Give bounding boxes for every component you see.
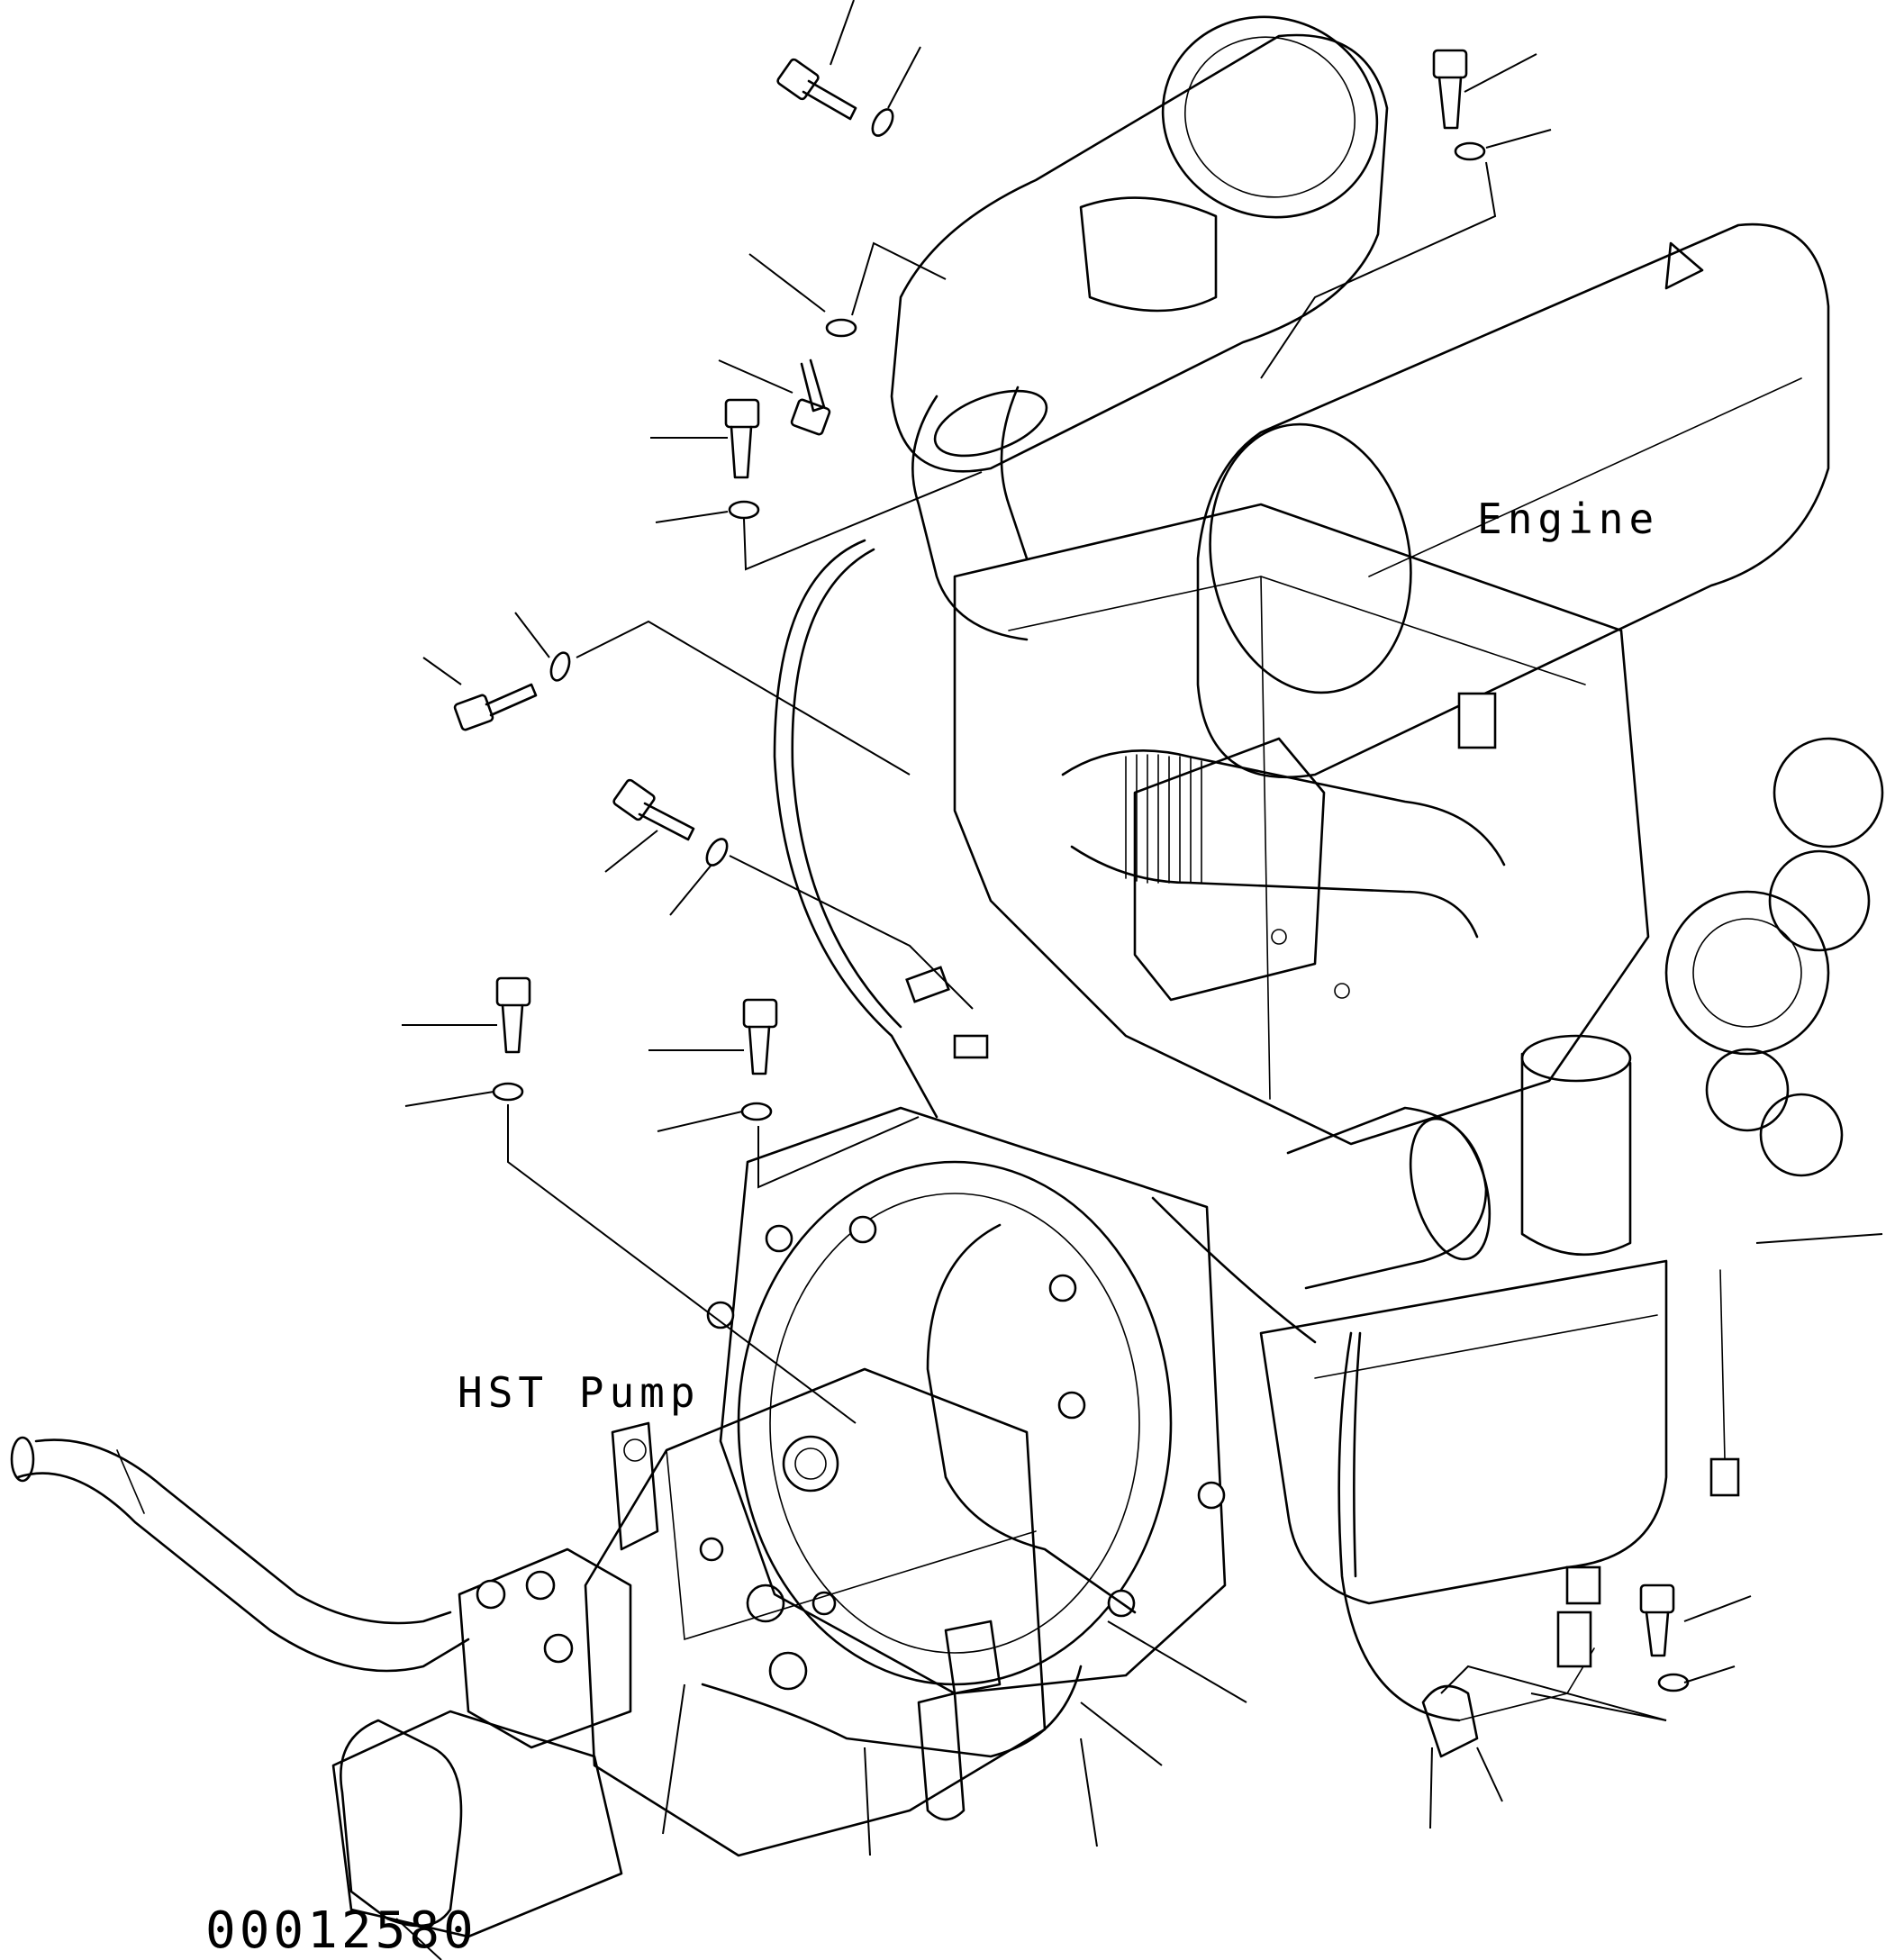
bolt-4: [724, 398, 760, 479]
bolt-1: [776, 58, 857, 121]
suction-pipe: [10, 1436, 470, 1673]
wiring-harness: [701, 539, 1740, 1758]
flywheel-housing: [706, 1106, 1227, 1695]
bolt-6: [612, 778, 695, 841]
bolt-3: [790, 358, 831, 436]
fasteners: [453, 49, 1690, 1692]
engine-label: Engine: [1477, 495, 1659, 543]
bolt-7: [495, 976, 531, 1054]
drawing-number: 00012580: [205, 1901, 477, 1960]
bolt-8: [742, 998, 778, 1075]
hst-pump-label: HST Pump: [458, 1368, 701, 1417]
bolt-2: [1432, 49, 1468, 130]
engine-assembly: [890, 15, 1884, 1605]
bolt-9: [1639, 1583, 1675, 1657]
leader-lines: [395, 0, 1883, 1960]
hst-pump-assembly: [331, 1367, 1047, 1938]
bolt-5: [453, 683, 538, 731]
